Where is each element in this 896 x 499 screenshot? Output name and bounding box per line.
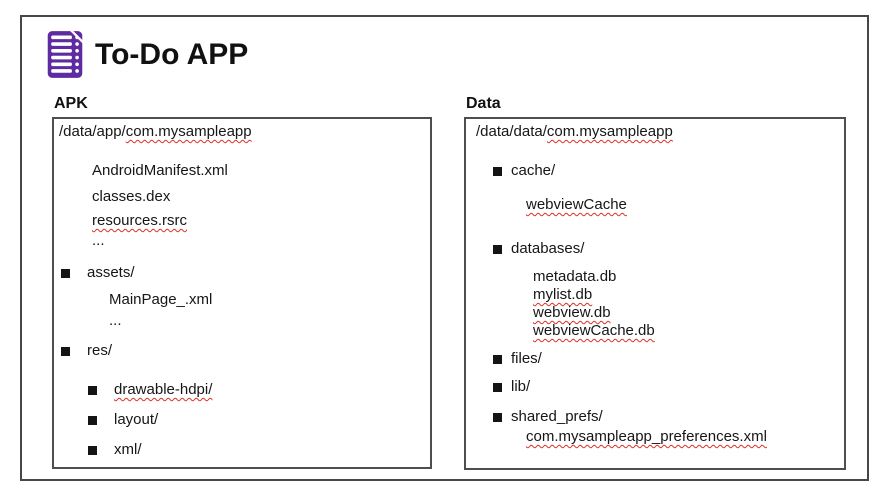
square-bullet-icon xyxy=(88,385,97,395)
tree-item-ellipsis: ... xyxy=(92,232,105,249)
tree-item-cache: cache/ xyxy=(493,162,844,180)
tree-item-resources-rsrc: resources.rsrc xyxy=(92,212,188,229)
square-bullet-icon xyxy=(493,166,502,176)
path-package: com.mysampleapp xyxy=(546,123,673,140)
tree-item-mainpage-xml: MainPage_.xml xyxy=(109,291,213,308)
path-prefix: /data/data/ xyxy=(476,123,547,140)
path-package: com.mysampleapp xyxy=(125,123,252,140)
data-panel: Data /data/data/com.mysampleapp cache/ w… xyxy=(464,95,846,470)
apk-panel: APK /data/app/com.mysampleapp AndroidMan… xyxy=(52,95,432,469)
data-root-path: /data/data/com.mysampleapp xyxy=(466,123,844,141)
tree-item-lib: lib/ xyxy=(493,378,844,396)
tree-item-ellipsis: ... xyxy=(109,312,122,329)
tree-item-webviewcache: webviewCache xyxy=(526,196,627,213)
apk-tree-box: /data/app/com.mysampleapp AndroidManifes… xyxy=(52,117,432,469)
tree-item-classes-dex: classes.dex xyxy=(92,188,171,205)
tree-item-databases: databases/ xyxy=(493,240,844,258)
square-bullet-icon xyxy=(493,354,502,364)
figure-frame: To-Do APP APK /data/app/com.mysampleapp … xyxy=(20,15,869,481)
tree-item-mylist-db: mylist.db xyxy=(533,286,593,303)
data-tree-box: /data/data/com.mysampleapp cache/ webvie… xyxy=(464,117,846,470)
page-title: To-Do APP xyxy=(95,37,249,71)
data-panel-label: Data xyxy=(466,95,501,112)
square-bullet-icon xyxy=(88,415,97,425)
todo-list-icon xyxy=(47,30,84,78)
figure-header: To-Do APP xyxy=(46,30,248,79)
tree-item-metadata-db: metadata.db xyxy=(533,268,617,285)
tree-item-files: files/ xyxy=(493,350,844,368)
tree-item-preferences-xml: com.mysampleapp_preferences.xml xyxy=(526,428,767,445)
tree-item-drawable-hdpi: drawable-hdpi/ xyxy=(88,381,430,399)
tree-item-shared-prefs: shared_prefs/ xyxy=(493,408,844,426)
path-prefix: /data/app/ xyxy=(59,123,126,140)
square-bullet-icon xyxy=(61,346,70,356)
apk-root-path: /data/app/com.mysampleapp xyxy=(54,123,430,141)
tree-item-webviewcache-db: webviewCache.db xyxy=(533,322,655,339)
tree-item-assets: assets/ xyxy=(61,264,430,282)
square-bullet-icon xyxy=(493,244,502,254)
tree-item-xml: xml/ xyxy=(88,441,430,459)
apk-panel-label: APK xyxy=(54,95,88,112)
square-bullet-icon xyxy=(61,268,70,278)
square-bullet-icon xyxy=(88,445,97,455)
tree-item-webview-db: webview.db xyxy=(533,304,611,321)
square-bullet-icon xyxy=(493,412,502,422)
tree-item-layout: layout/ xyxy=(88,411,430,429)
tree-item-androidmanifest: AndroidManifest.xml xyxy=(92,162,228,179)
square-bullet-icon xyxy=(493,382,502,392)
tree-item-res: res/ xyxy=(61,342,430,360)
